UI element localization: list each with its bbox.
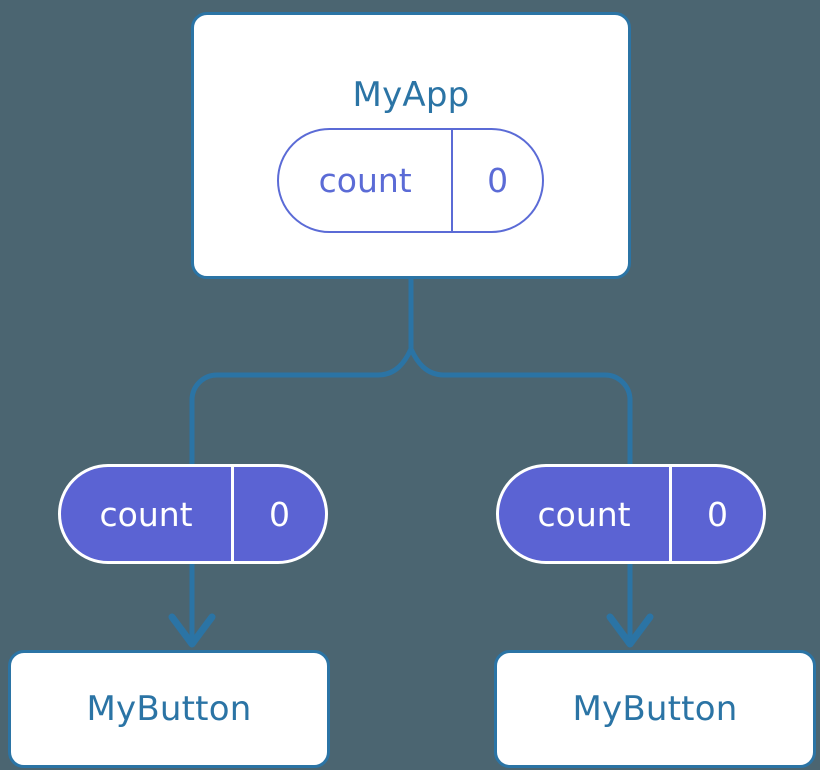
state-key-branch-left: count	[99, 494, 193, 534]
component-name-mybutton-left: MyButton	[86, 689, 252, 729]
state-value-branch-left: 0	[231, 467, 325, 561]
state-key-branch-right: count	[537, 494, 631, 534]
connector-branch-right	[408, 346, 633, 467]
component-card-mybutton-right[interactable]: MyButton	[494, 650, 816, 768]
state-value-root: 0	[451, 130, 542, 231]
state-key-root: count	[318, 161, 412, 200]
state-value-branch-right: 0	[669, 467, 763, 561]
component-name-myapp: MyApp	[352, 75, 470, 115]
connector-branch-left	[189, 346, 414, 467]
component-card-mybutton-left[interactable]: MyButton	[8, 650, 330, 768]
arrow-head-left-icon	[168, 613, 216, 648]
component-name-mybutton-right: MyButton	[572, 689, 738, 729]
state-pill-root[interactable]: count 0	[277, 128, 544, 233]
arrow-head-right-icon	[606, 613, 654, 648]
state-pill-branch-right[interactable]: count 0	[496, 464, 766, 564]
state-pill-branch-left[interactable]: count 0	[58, 464, 328, 564]
